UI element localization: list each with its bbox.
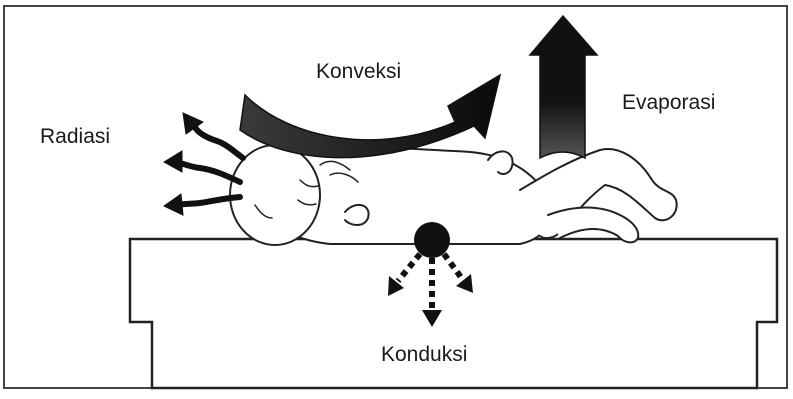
evaporation-arrow — [530, 16, 597, 158]
conduction-source-dot — [414, 222, 450, 258]
label-radiasi: Radiasi — [40, 125, 110, 149]
label-evaporasi: Evaporasi — [622, 91, 715, 115]
convection-arrow — [240, 75, 500, 158]
label-konduksi: Konduksi — [381, 343, 467, 367]
baby-figure — [230, 145, 677, 245]
label-konveksi: Konveksi — [316, 60, 401, 84]
